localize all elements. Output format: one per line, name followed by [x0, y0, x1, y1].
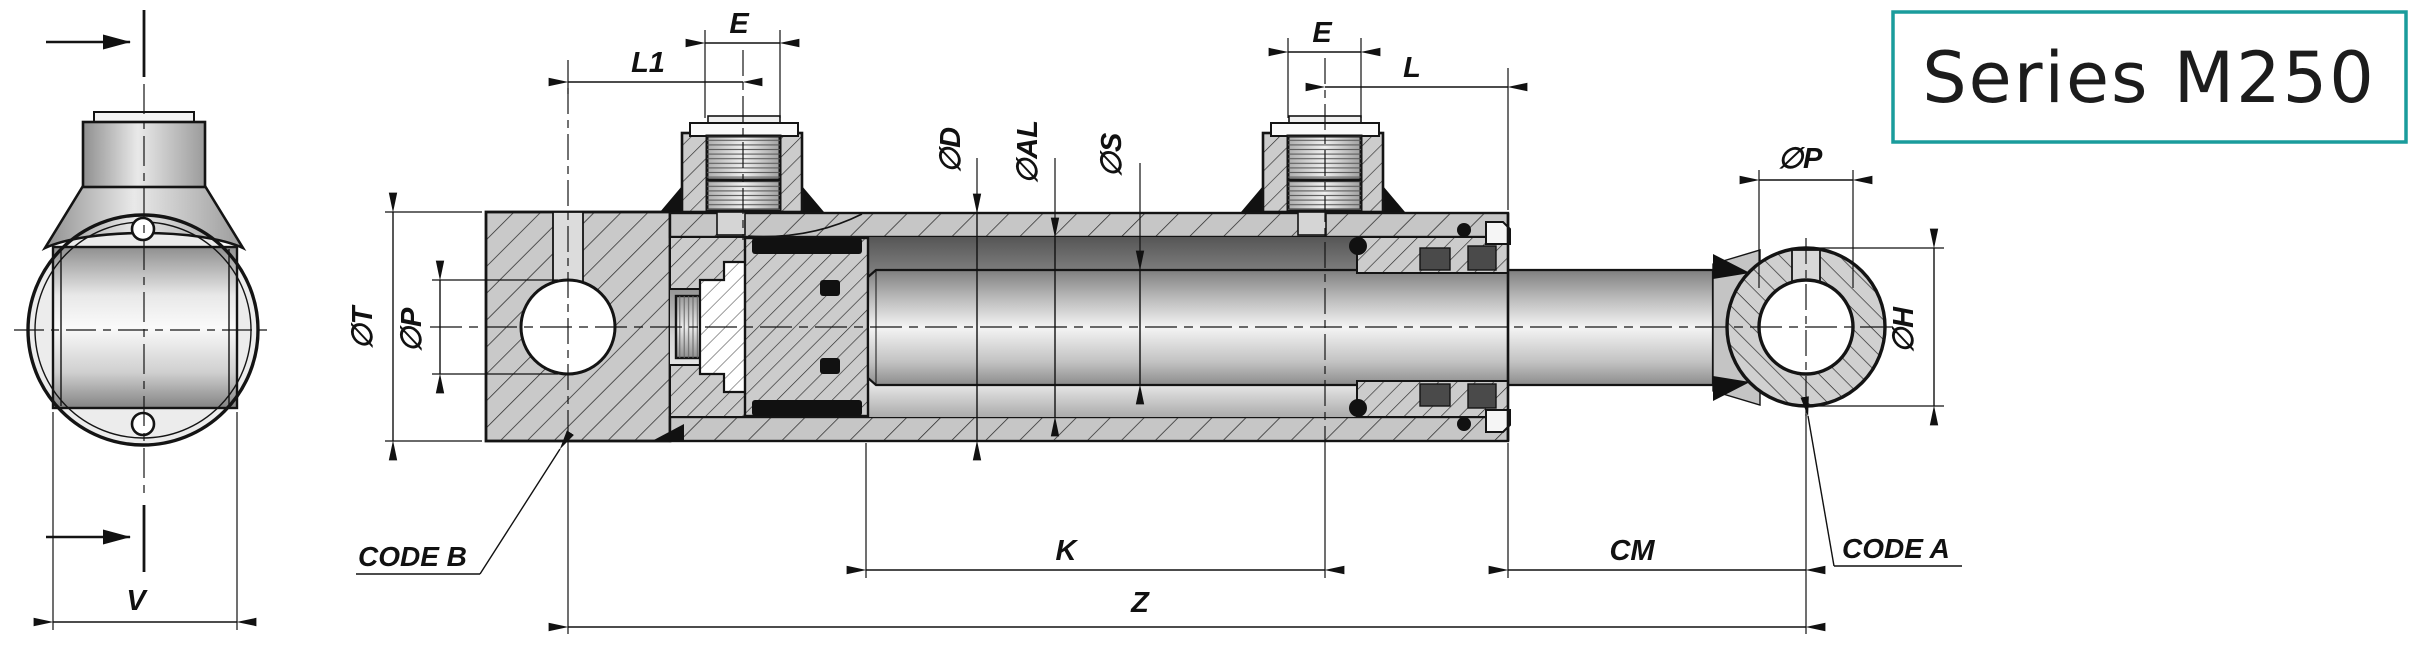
- weld-port2-left: [1241, 186, 1263, 212]
- main-section-view: [430, 50, 1893, 448]
- dim-label-e-port2: E: [1312, 17, 1333, 49]
- callout-label-code-a: CODE A: [1842, 533, 1950, 564]
- tube-silhouette: [51, 245, 239, 410]
- title-box-border: [1891, 10, 2408, 144]
- callout-code-a: [1800, 396, 1962, 567]
- o-ring-bottom: [1349, 399, 1367, 417]
- dim-label-e-port1: E: [729, 8, 750, 40]
- rod-seal-top: [1419, 247, 1451, 271]
- port2-drilling: [1297, 211, 1327, 236]
- tube-wall-top: [668, 211, 1510, 239]
- o-ring-top: [1349, 237, 1367, 255]
- dim-label-dia-d: ∅D: [935, 127, 967, 173]
- head-gland: [1349, 213, 1511, 441]
- dim-label-k: K: [1056, 535, 1079, 567]
- pin-hole-bottom: [130, 411, 156, 437]
- datum-arrow-top: [46, 10, 146, 77]
- weld-eye-top: [1713, 254, 1750, 279]
- weld-eye-bottom: [1713, 376, 1750, 401]
- tube-wall-bottom: [668, 415, 1510, 443]
- rod-seal-bottom: [1419, 383, 1451, 407]
- dim-label-dia-t: ∅T: [347, 304, 379, 349]
- callout-code-b: [356, 430, 574, 575]
- dim-label-l1: L1: [631, 47, 665, 79]
- title-box: Series M250: [1891, 10, 2408, 144]
- piston-seal-bottom: [752, 400, 862, 416]
- callout-label-code-b: CODE B: [358, 541, 467, 572]
- dim-label-z: Z: [1130, 587, 1150, 619]
- weld-port2-right: [1383, 186, 1405, 212]
- series-title: Series M250: [1922, 37, 2376, 119]
- weld-cap-tube: [652, 424, 684, 441]
- rod-wiper-bottom: [1467, 383, 1497, 409]
- dimensions: [33, 30, 1962, 634]
- piston-seal-top: [752, 238, 862, 254]
- rod-wiper-top: [1467, 245, 1497, 271]
- dim-label-dia-p-right: ∅P: [1778, 143, 1823, 175]
- weld-port1-left: [660, 186, 682, 212]
- datum-arrow-bottom: [46, 505, 146, 572]
- weld-port1-right: [802, 186, 824, 212]
- dim-label-dia-h: ∅H: [1888, 306, 1920, 353]
- leader-code-b: [479, 430, 574, 575]
- dim-label-l: L: [1403, 52, 1421, 84]
- dim-label-dia-p-left: ∅P: [396, 307, 428, 352]
- port1-drilling: [716, 211, 746, 236]
- dim-label-dia-al: ∅AL: [1012, 120, 1044, 184]
- dim-label-v: V: [126, 585, 148, 617]
- dimension-labels: E L1 E L ∅D ∅AL ∅S ∅T ∅P ∅P ∅H K CM Z V …: [126, 8, 1950, 619]
- dim-label-dia-s: ∅S: [1096, 132, 1128, 177]
- pin-hole-top: [130, 216, 156, 242]
- dim-label-cm: CM: [1609, 535, 1655, 567]
- left-end-view: [14, 10, 274, 572]
- leader-code-a: [1800, 396, 1835, 567]
